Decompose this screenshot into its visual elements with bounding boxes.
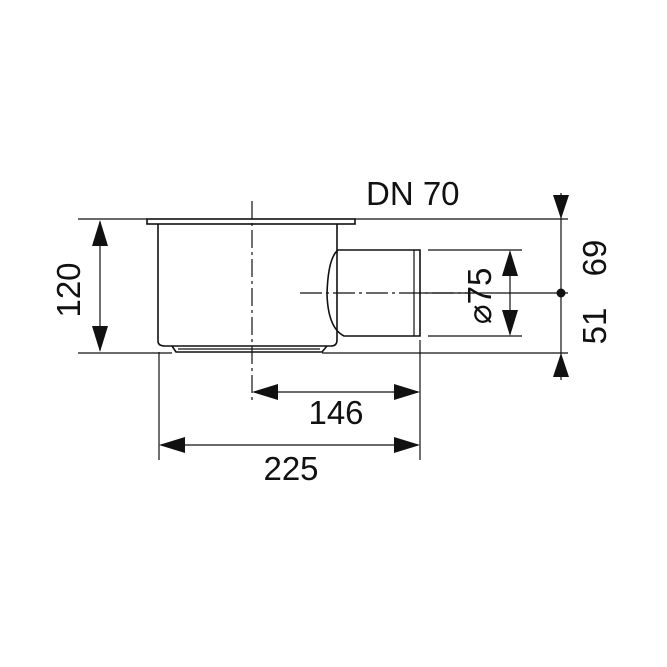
diameter-arrow-top — [502, 250, 518, 276]
offset-arrow-right — [394, 384, 420, 400]
pipe-size-label: DN 70 — [366, 175, 460, 212]
drain-base-plate — [171, 345, 328, 353]
offset-arrow-left — [252, 384, 278, 400]
lower-height-label: 51 — [576, 308, 613, 345]
length-arrow-left — [159, 437, 185, 453]
right-arrow-bottom — [553, 353, 569, 377]
outlet-diameter-label: ⌀75 — [461, 268, 498, 325]
outlet-pipe — [326, 249, 421, 337]
right-arrow-top — [553, 195, 569, 219]
upper-height-label: 69 — [576, 240, 613, 277]
outlet-offset-label: 146 — [308, 394, 363, 431]
height-arrow-top — [92, 220, 108, 246]
drain-top-flange — [146, 218, 356, 225]
drain-body — [157, 224, 338, 347]
length-arrow-right — [394, 437, 420, 453]
total-length-label: 225 — [263, 450, 318, 487]
height-arrow-bottom — [92, 326, 108, 352]
diameter-arrow-bottom — [502, 310, 518, 336]
right-dim-node — [556, 288, 566, 298]
total-height-label: 120 — [50, 262, 87, 317]
